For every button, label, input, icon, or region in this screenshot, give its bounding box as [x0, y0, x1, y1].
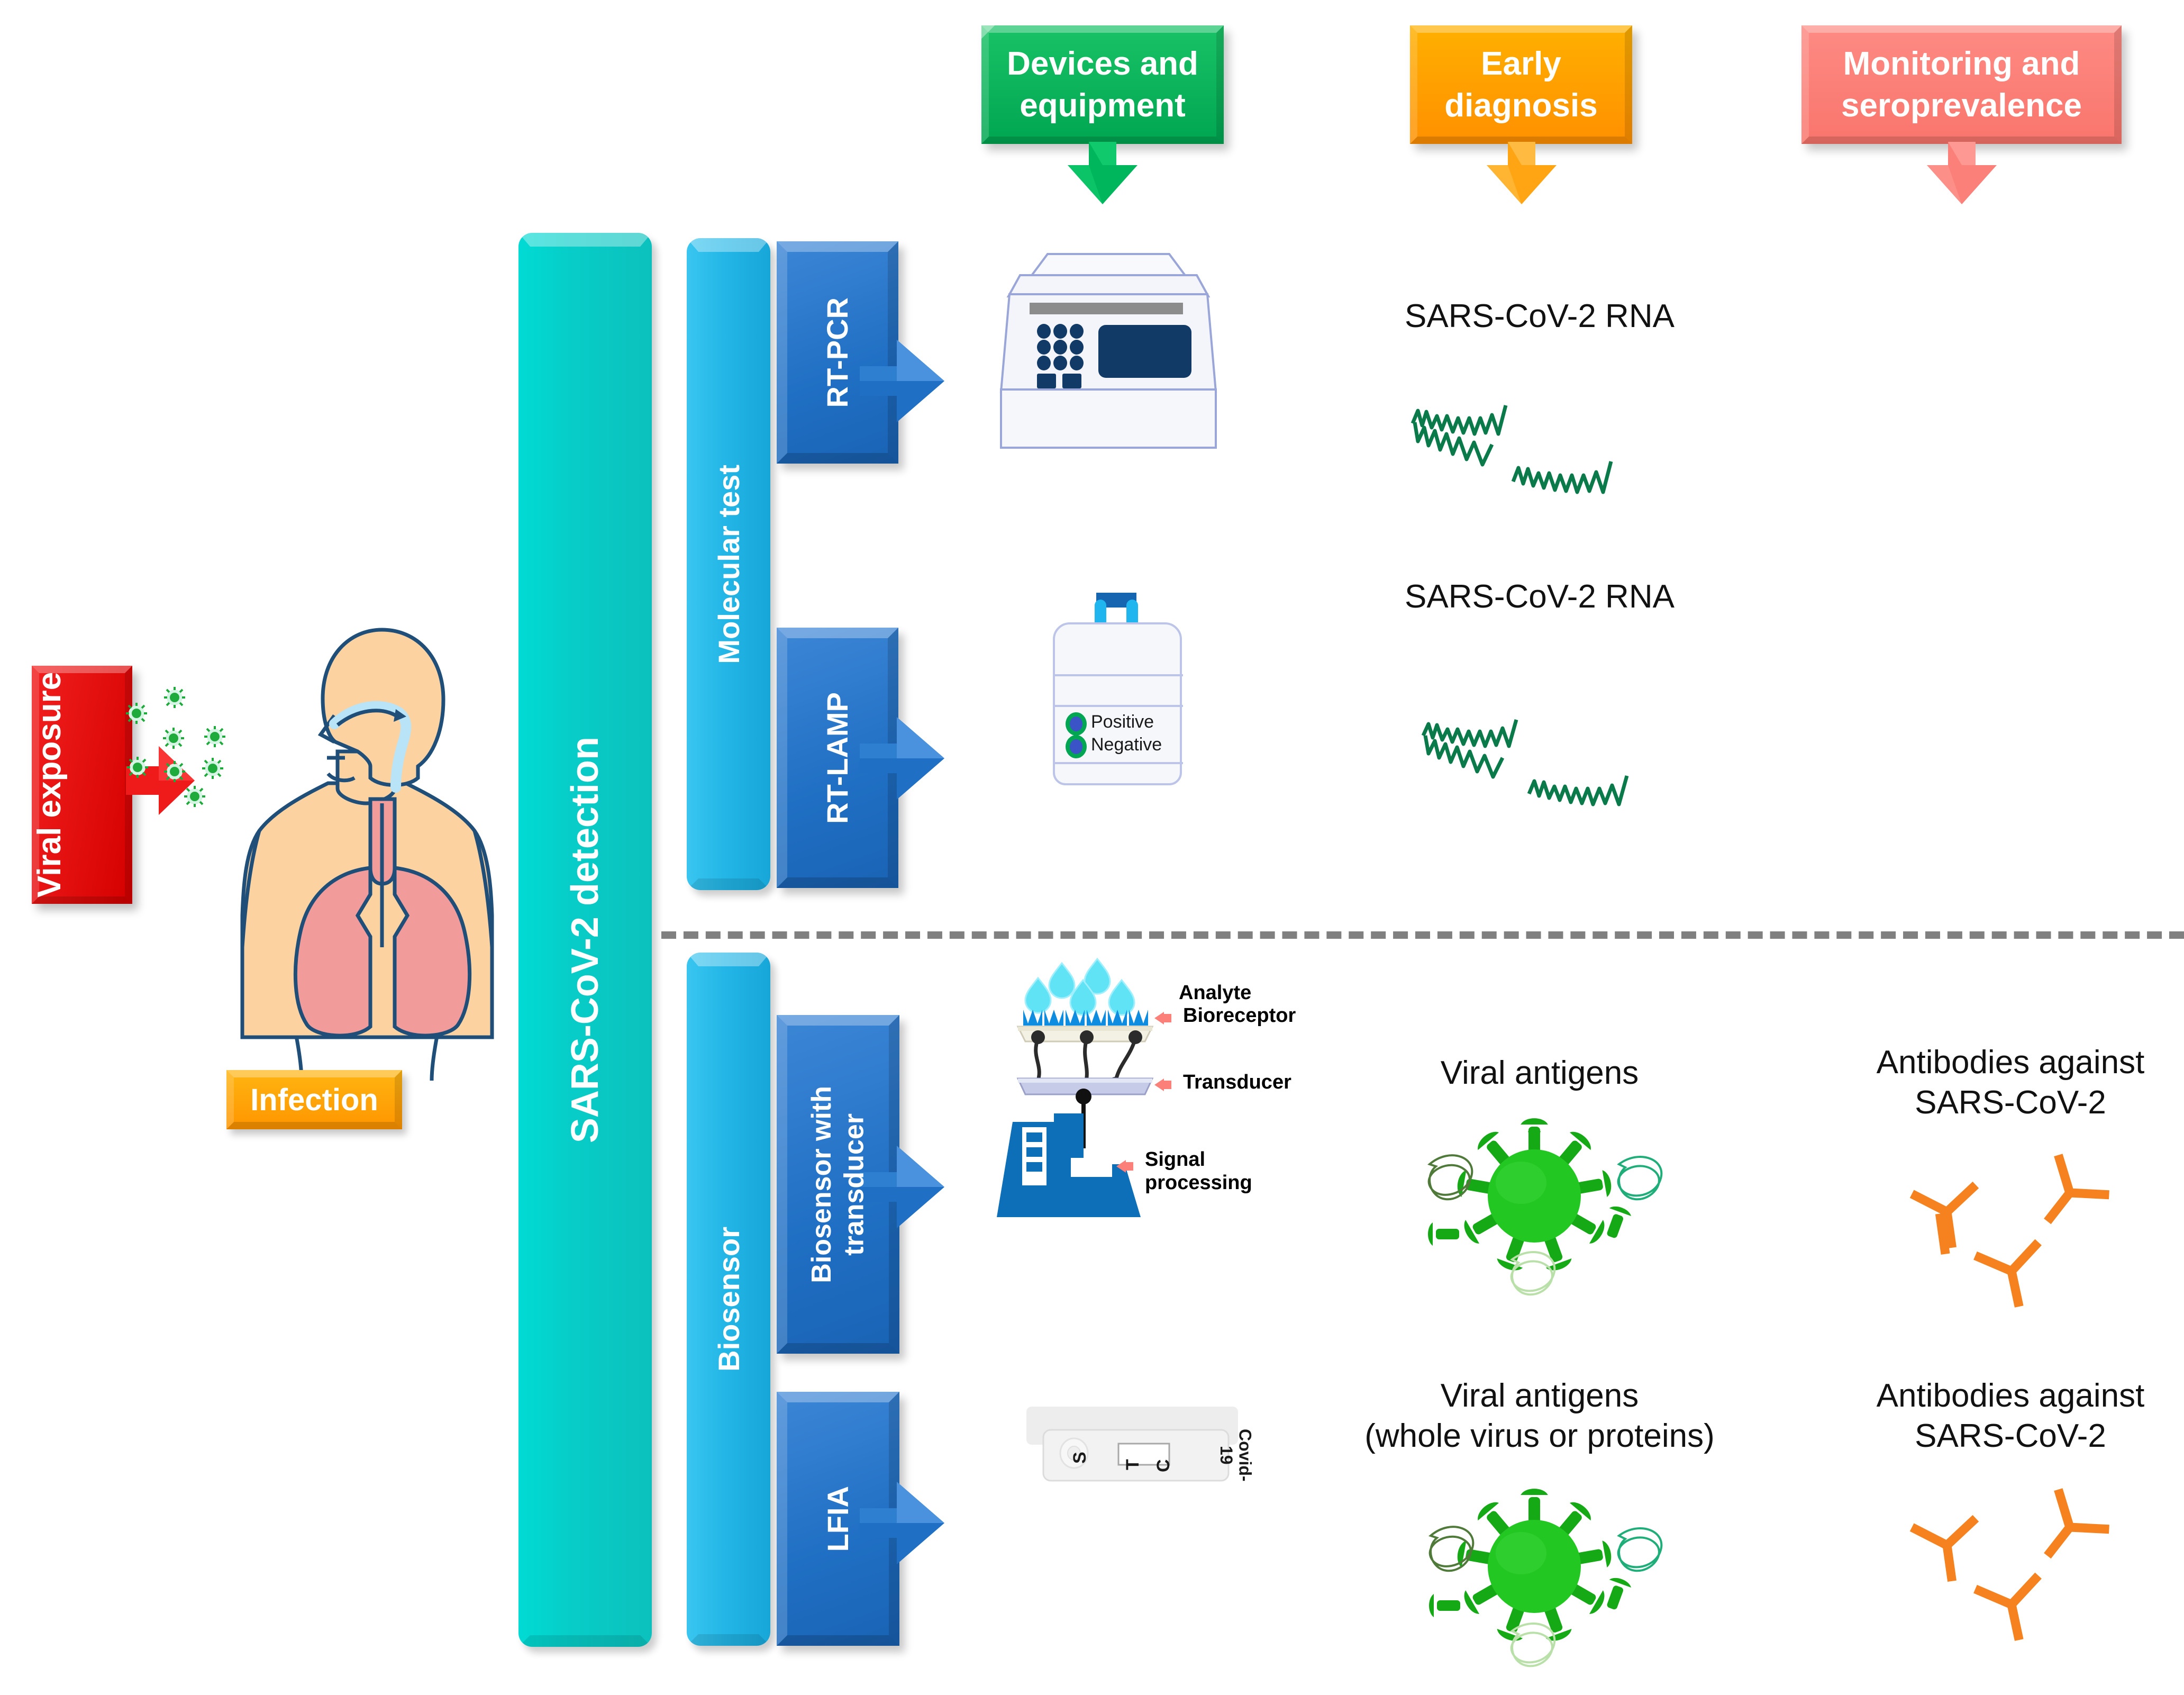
- method-biosensor-transducer-label: Biosensor with transducer: [806, 1085, 869, 1283]
- antibodies-graphic-lfia: [1909, 1488, 2109, 1641]
- devices-down-arrow-icon: [1068, 142, 1138, 204]
- category-biosensor-bar: Biosensor: [687, 953, 770, 1646]
- biosensor-label-transducer: Transducer: [1183, 1071, 1291, 1093]
- biosensor-transducer-arrow-icon: [860, 1140, 944, 1233]
- antibodies-graphic-biosensor: [1909, 1154, 2109, 1308]
- method-lfia-label: LFIA: [821, 1485, 854, 1552]
- target-biosensor-monitoring: Antibodies against SARS-CoV-2: [1876, 1044, 2145, 1121]
- lamp-legend-positive: Positive: [1091, 712, 1154, 732]
- section-divider: [661, 931, 2184, 939]
- lfia-mark-c: C: [1153, 1459, 1173, 1472]
- method-lfia-box: LFIA: [777, 1392, 899, 1646]
- rt-lamp-arrow-icon: [860, 712, 944, 804]
- rt-pcr-arrow-icon: [860, 334, 944, 427]
- method-rt-pcr-box: RT-PCR: [777, 241, 898, 464]
- viral-exposure-label: Viral exposure: [31, 672, 68, 898]
- virion-graphic-biosensor: [1427, 1118, 1663, 1296]
- thermocycler-device: [999, 253, 1217, 449]
- biosensor-label-bioreceptor: Bioreceptor: [1183, 1004, 1296, 1027]
- method-rt-lamp-label: RT-LAMP: [820, 692, 854, 824]
- header-monitoring-label: Monitoring and seroprevalence: [1841, 45, 2082, 124]
- header-early-diagnosis: Early diagnosis: [1410, 25, 1632, 144]
- rna-strands-rtlamp: [1421, 719, 1629, 806]
- virion-graphic-lfia: [1428, 1489, 1663, 1667]
- rna-strands-rtpcr: [1411, 405, 1613, 494]
- biosensor-label-signal-processing: Signal processing: [1145, 1148, 1252, 1194]
- header-devices-label: Devices and equipment: [1007, 45, 1198, 124]
- method-rt-pcr-label: RT-PCR: [820, 297, 854, 408]
- target-lfia-monitoring: Antibodies against SARS-CoV-2: [1876, 1377, 2145, 1454]
- biosensor-schematic-graphic: [997, 957, 1171, 1217]
- target-biosensor-early: Viral antigens: [1440, 1055, 1639, 1091]
- rt-lamp-reader-device: [1053, 593, 1183, 785]
- target-lfia-early: Viral antigens (whole virus or proteins): [1364, 1377, 1715, 1454]
- target-rtlamp-early: SARS-CoV-2 RNA: [1405, 578, 1675, 615]
- sars-cov-2-detection-label: SARS-CoV-2 detection: [564, 736, 606, 1144]
- patient-illustration: [240, 628, 494, 1081]
- early-down-arrow-icon: [1487, 142, 1557, 204]
- lfia-mark-t: T: [1123, 1459, 1143, 1470]
- category-molecular-test-label: Molecular test: [712, 464, 745, 664]
- lfia-brand-label: Covid- 19: [1217, 1429, 1255, 1482]
- infection-badge: Infection: [226, 1070, 402, 1129]
- header-early-label: Early diagnosis: [1444, 45, 1598, 124]
- header-monitoring-and-seroprevalence: Monitoring and seroprevalence: [1801, 25, 2122, 144]
- lamp-legend-negative: Negative: [1091, 735, 1162, 755]
- sars-cov-2-detection-bar: SARS-CoV-2 detection: [518, 233, 652, 1647]
- monitoring-down-arrow-icon: [1927, 142, 1997, 204]
- category-molecular-test-bar: Molecular test: [687, 238, 770, 890]
- airborne-virus-particles: [126, 687, 225, 807]
- infection-badge-label: Infection: [250, 1082, 378, 1117]
- lfia-arrow-icon: [860, 1476, 944, 1569]
- header-devices-and-equipment: Devices and equipment: [981, 25, 1224, 144]
- biosensor-label-analyte: Analyte: [1179, 982, 1252, 1004]
- target-rtpcr-early: SARS-CoV-2 RNA: [1405, 298, 1675, 334]
- category-biosensor-label: Biosensor: [712, 1227, 745, 1372]
- lfia-mark-s: S: [1070, 1452, 1090, 1464]
- lfia-cassette-device: [1026, 1407, 1238, 1482]
